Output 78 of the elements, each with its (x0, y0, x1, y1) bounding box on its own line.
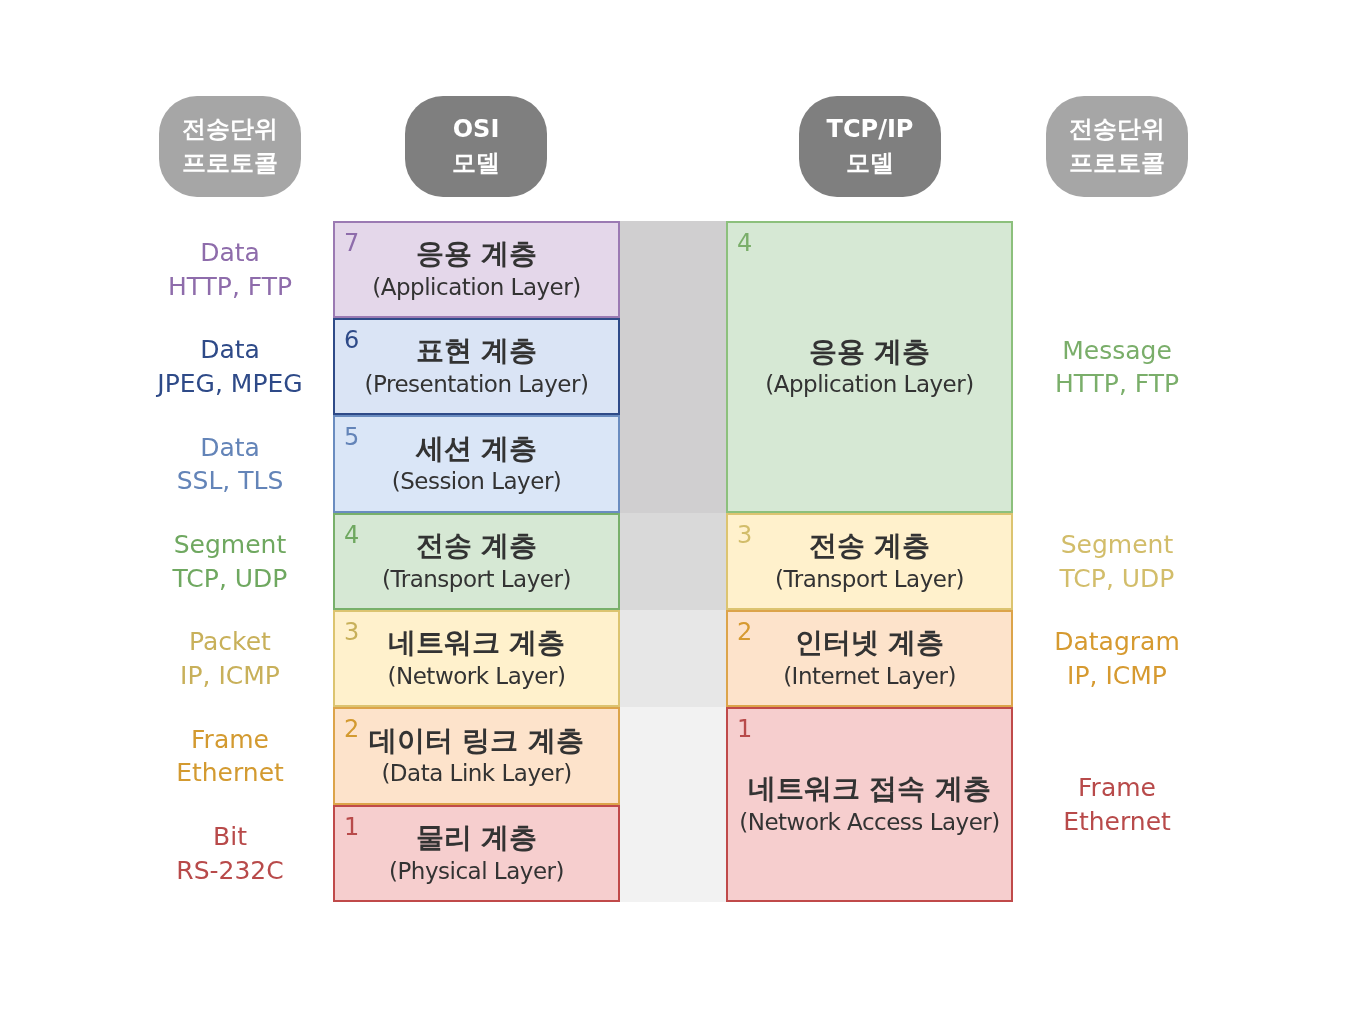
layer-name: 전송 계층 (808, 528, 931, 565)
layer-english-name: (Network Access Layer) (739, 807, 1000, 837)
layer-box (333, 318, 620, 415)
layer-name: 응용 계층 (415, 236, 538, 273)
protocol-label: Ethernet (1063, 805, 1171, 838)
layer-box (333, 221, 620, 318)
layer-english-name: (Session Layer) (391, 467, 562, 497)
data-unit-label: Frame (191, 723, 269, 756)
layer-box (333, 707, 620, 805)
layer-english-name: (Transport Layer) (382, 564, 571, 594)
data-unit-label: Data (200, 334, 260, 367)
layer-number: 5 (344, 423, 360, 451)
layer-mapping-band (619, 513, 726, 610)
layer-english-name: (Application Layer) (765, 370, 974, 400)
layer-number: 4 (344, 521, 360, 549)
data-unit-label: Data (200, 237, 260, 270)
layer-box (333, 610, 620, 707)
layer-english-name: (Application Layer) (372, 272, 581, 302)
layer-mapping-band (619, 610, 726, 707)
layer-box (333, 513, 620, 610)
layer-name: 전송 계층 (415, 528, 538, 565)
layer-number: 1 (737, 715, 753, 743)
layer-english-name: (Physical Layer) (389, 856, 564, 886)
protocol-label: IP, ICMP (1067, 659, 1167, 692)
layer-number: 6 (344, 326, 360, 354)
layer-number: 2 (344, 715, 360, 743)
layer-english-name: (Data Link Layer) (381, 759, 572, 789)
layer-number: 1 (344, 813, 360, 841)
data-unit-label: Message (1062, 334, 1172, 367)
layer-box (333, 805, 620, 902)
protocol-label: IP, ICMP (180, 659, 280, 692)
data-unit-label: Datagram (1054, 626, 1180, 659)
layer-name: 네트워크 계층 (387, 625, 566, 662)
data-unit-label: Bit (213, 821, 247, 854)
header-pill (799, 96, 941, 197)
data-unit-label: Data (200, 431, 260, 464)
layer-box (726, 221, 1013, 513)
layer-name: 표현 계층 (415, 333, 538, 370)
layer-mapping-band (619, 221, 726, 513)
protocol-label: JPEG, MPEG (157, 367, 303, 400)
layer-number: 3 (344, 618, 360, 646)
data-unit-label: Frame (1078, 772, 1156, 805)
layer-number: 7 (344, 229, 360, 257)
layer-box (726, 610, 1013, 707)
header-pill (159, 96, 301, 197)
protocol-label: Ethernet (176, 757, 284, 789)
layer-box (726, 707, 1013, 902)
layer-name: 네트워크 접속 계층 (747, 771, 992, 808)
header-label: 전송단위 프로토콜 (181, 113, 279, 179)
layer-number: 4 (737, 229, 753, 257)
data-unit-label: Segment (173, 529, 287, 562)
layer-mapping-band (619, 707, 726, 902)
layer-name: 물리 계층 (415, 820, 538, 857)
protocol-label: TCP, UDP (172, 562, 288, 595)
header-label: TCP/IP 모델 (825, 113, 915, 179)
layer-box (333, 415, 620, 513)
data-unit-label: Packet (189, 626, 271, 659)
protocol-label: HTTP, FTP (167, 270, 293, 303)
header-pill (405, 96, 547, 197)
protocol-label: SSL, TLS (176, 465, 284, 497)
header-label: 전송단위 프로토콜 (1068, 113, 1166, 179)
layer-name: 세션 계층 (415, 430, 538, 467)
layer-number: 3 (737, 521, 753, 549)
data-unit-label: Segment (1060, 529, 1174, 562)
layer-box (726, 513, 1013, 610)
header-label: OSI 모델 (451, 113, 501, 179)
layer-name: 인터넷 계층 (794, 625, 945, 662)
layer-english-name: (Internet Layer) (783, 661, 956, 691)
layer-english-name: (Transport Layer) (775, 564, 964, 594)
layer-number: 2 (737, 618, 753, 646)
layer-english-name: (Network Layer) (387, 661, 566, 691)
protocol-label: RS-232C (176, 854, 284, 887)
layer-english-name: (Presentation Layer) (364, 369, 589, 399)
protocol-label: TCP, UDP (1059, 562, 1175, 595)
header-pill (1046, 96, 1188, 197)
protocol-label: HTTP, FTP (1054, 368, 1180, 400)
layer-name: 데이터 링크 계층 (368, 722, 585, 759)
layer-name: 응용 계층 (808, 333, 931, 370)
